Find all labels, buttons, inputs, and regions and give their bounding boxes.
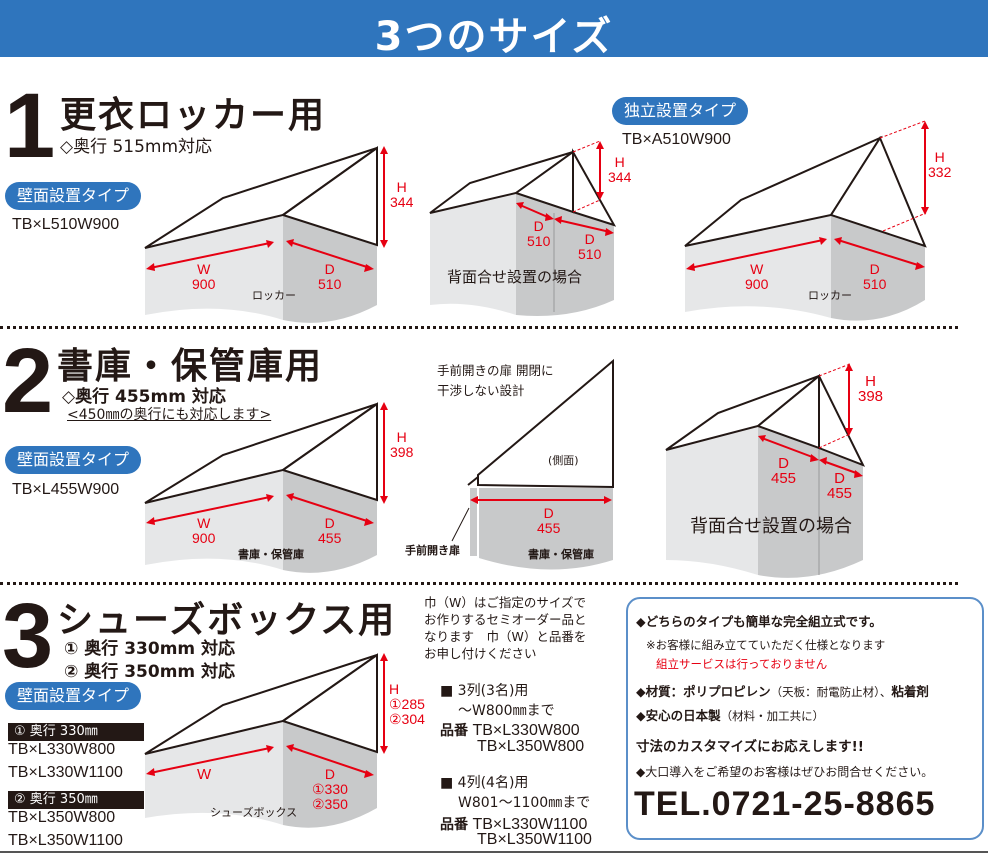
- section-1-title: 更衣ロッカー用: [60, 95, 327, 136]
- phone-number[interactable]: TEL.0721-25-8865: [634, 785, 936, 823]
- back-to-back-caption: 背面合せ設置の場合: [447, 268, 583, 286]
- back-to-back-caption: 背面合せ設置の場合: [690, 516, 852, 537]
- info-no-service: 組立サービスは行っておりません: [656, 657, 828, 671]
- cabinet-label: 書庫・保管庫: [238, 548, 304, 561]
- info-assembly-note: ※お客様に組み立てていただく仕様となります: [646, 638, 886, 652]
- option-range: ～W800㎜まで: [458, 703, 555, 719]
- section-1-depth-note: ◇奥行 515mm対応: [60, 137, 213, 157]
- cabinet-label: ロッカー: [252, 289, 296, 302]
- part-number: TB×L350W1100: [477, 831, 592, 848]
- side-view-note: 手前開きの扉 開閉に 干渉しない設計: [437, 363, 554, 398]
- option-4-column: ■ 4列(4名)用 W801～1100㎜まで 品番 TB×L330W1100 T…: [440, 772, 592, 849]
- cabinet-label: 書庫・保管庫: [528, 548, 594, 561]
- option-3-column: ■ 3列(3名)用 ～W800㎜まで 品番 TB×L330W800 TB×L35…: [440, 680, 584, 756]
- side-view-label: (側面): [548, 454, 579, 467]
- section-divider: [0, 326, 958, 329]
- option-range: W801～1100㎜まで: [458, 795, 591, 811]
- part-label: 品番: [440, 723, 468, 739]
- page-title: 3つのサイズ: [374, 14, 614, 60]
- section-2-number: 2: [2, 330, 54, 432]
- standalone-type-pill: 独立設置タイプ: [612, 97, 749, 125]
- wall-type-pill: 壁面設置タイプ: [5, 682, 142, 710]
- section-2-depth-note-2: <450㎜の奥行にも対応します>: [67, 407, 272, 423]
- model-number: TB×A510W900: [622, 131, 731, 148]
- part-number: TB×L350W800: [477, 738, 585, 755]
- model-number: TB×L350W800: [8, 809, 116, 826]
- header-banner: 3つのサイズ: [0, 0, 988, 60]
- model-number: TB×L350W1100: [8, 832, 123, 849]
- info-bulk-order: ◆大口導入をご希望のお客様はぜひお問合せください。: [636, 765, 934, 779]
- info-material: ◆材質：ポリプロピレン（天板：耐電防止材）、粘着剤: [636, 684, 929, 699]
- section-3-depth-note-2: ② 奥行 350mm 対応: [64, 662, 236, 682]
- option-heading: ■ 3列(3名)用: [440, 683, 529, 699]
- part-number: TB×L330W800: [472, 722, 580, 739]
- section-3-number: 3: [2, 585, 54, 687]
- wall-type-pill: 壁面設置タイプ: [5, 446, 142, 474]
- wall-type-pill: 壁面設置タイプ: [5, 182, 142, 210]
- section-1-number: 1: [4, 75, 56, 177]
- section-2-depth-note: ◇奥行 455mm 対応: [62, 387, 226, 407]
- info-customize: 寸法のカスタマイズにお応えします!!: [636, 739, 864, 755]
- section-3-depth-note-1: ① 奥行 330mm 対応: [64, 639, 236, 659]
- part-label: 品番: [440, 817, 468, 833]
- section-divider: [0, 582, 958, 585]
- model-number: TB×L455W900: [12, 481, 120, 498]
- depth-badge: ② 奥行 350㎜: [8, 791, 144, 809]
- cabinet-label: ロッカー: [808, 289, 852, 302]
- dim-w: W: [197, 766, 212, 783]
- option-heading: ■ 4列(4名)用: [440, 775, 529, 791]
- part-number: TB×L330W1100: [472, 816, 588, 833]
- model-number: TB×L510W900: [12, 216, 120, 233]
- section-3-title: シューズボックス用: [57, 600, 397, 641]
- depth-badge: ① 奥行 330㎜: [8, 723, 144, 741]
- info-made-in-japan: ◆安心の日本製（材料・加工共に）: [636, 708, 825, 723]
- cabinet-label: シューズボックス: [210, 806, 298, 819]
- door-label: 手前開き扉: [405, 544, 460, 557]
- info-assembly: ◆どちらのタイプも簡単な完全組立式です。: [636, 614, 882, 629]
- section-2-title: 書庫・保管庫用: [57, 346, 324, 387]
- model-number: TB×L330W800: [8, 741, 116, 758]
- model-number: TB×L330W1100: [8, 764, 123, 781]
- order-note: 巾（W）はご指定のサイズで お作りするセミオーダー品と なります 巾（W）と品番…: [424, 595, 587, 661]
- info-box: ◆どちらのタイプも簡単な完全組立式です。 ※お客様に組み立てていただく仕様となり…: [626, 597, 984, 840]
